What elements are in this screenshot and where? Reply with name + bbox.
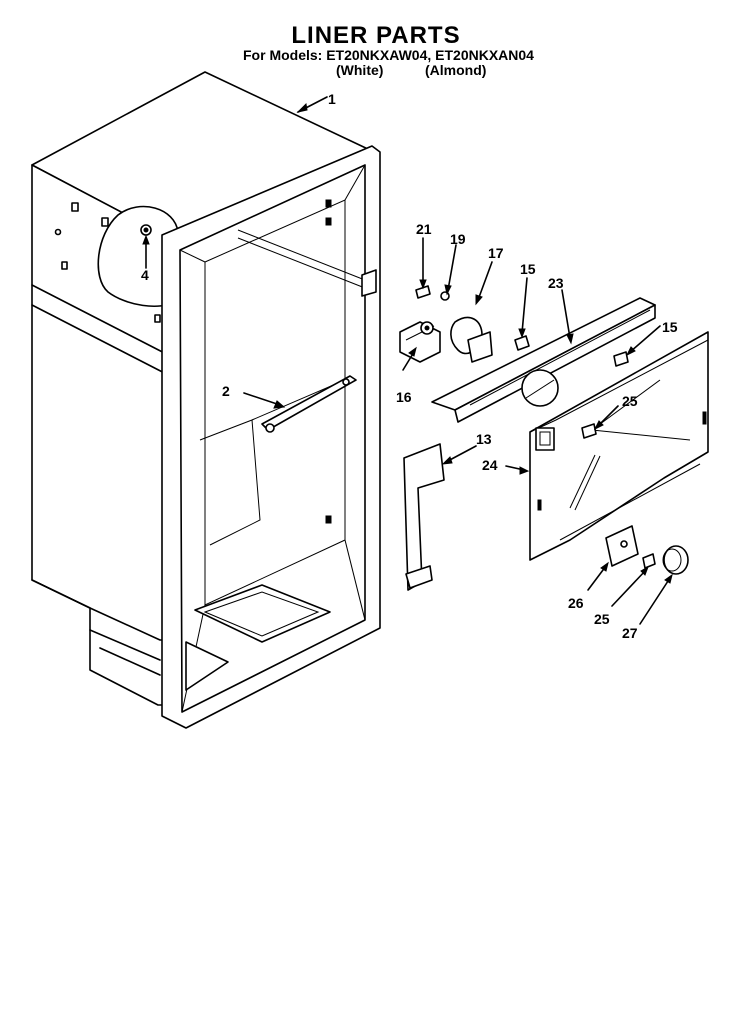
fan-motor-assembly <box>399 237 493 371</box>
callout-26: 26 <box>568 595 584 611</box>
control-knob-assembly <box>587 525 689 625</box>
callout-16: 16 <box>396 389 412 405</box>
callout-23: 23 <box>548 275 564 291</box>
callout-19: 19 <box>450 231 466 247</box>
shelf-bracket-part-2 <box>243 375 357 433</box>
callout-27: 27 <box>622 625 638 641</box>
callout-25-bottom: 25 <box>594 611 610 627</box>
callout-21: 21 <box>416 221 432 237</box>
panel-part-13 <box>403 443 477 591</box>
liner-cabinet <box>31 71 381 729</box>
air-duct-part-23 <box>431 277 656 423</box>
callout-15-left: 15 <box>520 261 536 277</box>
callout-1: 1 <box>328 91 336 107</box>
diagram-title: LINER PARTS <box>291 22 461 49</box>
callout-24: 24 <box>482 457 498 473</box>
callout-25-top: 25 <box>622 393 638 409</box>
callout-13: 13 <box>476 431 492 447</box>
evaporator-cover-part-24 <box>505 325 709 561</box>
callout-2: 2 <box>222 383 230 399</box>
callout-15-right: 15 <box>662 319 678 335</box>
callout-4: 4 <box>141 267 149 283</box>
callout-17: 17 <box>488 245 504 261</box>
color-almond-label: (Almond) <box>425 62 487 78</box>
color-white-label: (White) <box>336 62 384 78</box>
models-line: For Models: ET20NKXAW04, ET20NKXAN04 <box>243 47 534 63</box>
